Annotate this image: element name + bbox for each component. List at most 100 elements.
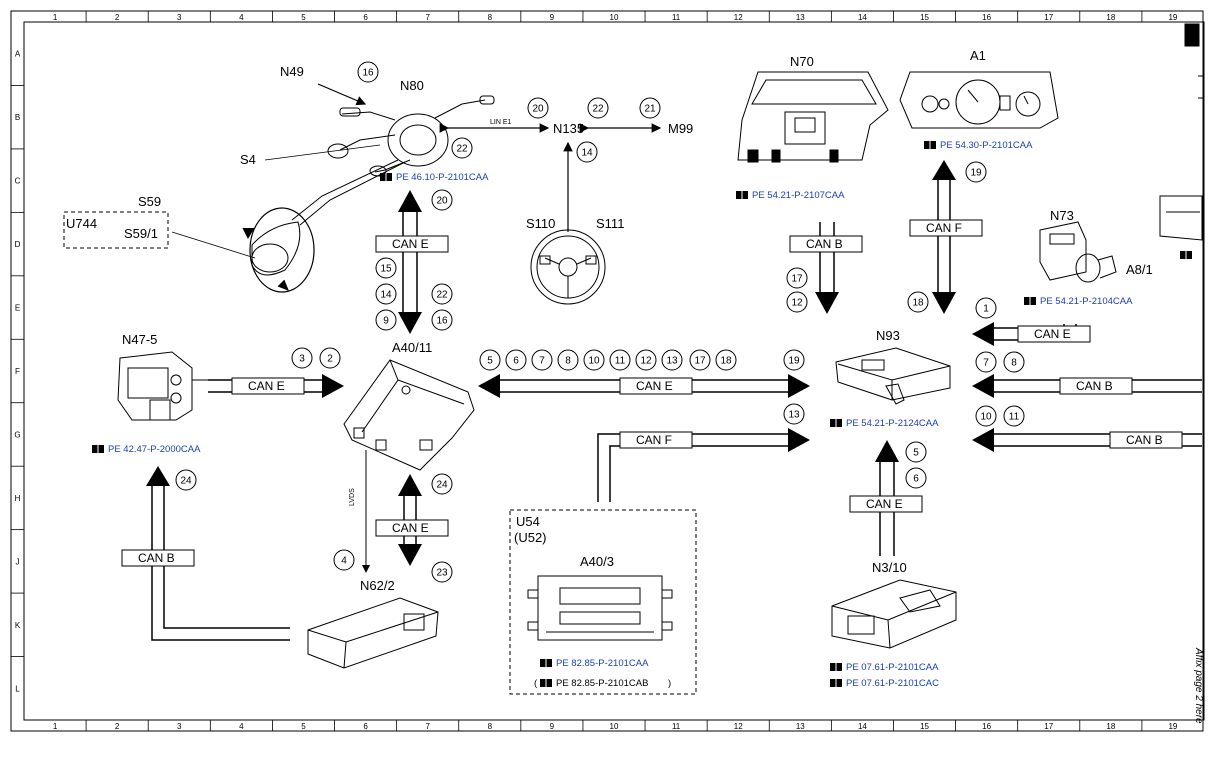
ref-n73[interactable]: PE 54.21-P-2104CAA bbox=[1040, 296, 1133, 307]
callout-circle bbox=[783, 403, 805, 425]
grid-col-bottom: 5 bbox=[301, 722, 306, 731]
callout-number: 22 bbox=[436, 290, 448, 301]
callout-circle bbox=[431, 473, 453, 495]
grid-row-left: C bbox=[15, 177, 21, 186]
ref-n47-5[interactable]: PE 42.47-P-2000CAA bbox=[108, 444, 201, 455]
grid-col-bottom: 4 bbox=[239, 722, 244, 731]
callout-number: 7 bbox=[539, 356, 545, 367]
label-n70: N70 bbox=[790, 54, 814, 69]
callout-circle bbox=[431, 561, 453, 583]
callout-number: 4 bbox=[341, 556, 347, 567]
grid-col-top: 15 bbox=[920, 13, 929, 22]
grid-row-left: G bbox=[14, 430, 20, 439]
bus-can-b-1: CAN B bbox=[806, 237, 843, 251]
grid-col-bottom: 7 bbox=[425, 722, 430, 731]
bus-can-f-2: CAN F bbox=[636, 433, 672, 447]
bus-label-boxes bbox=[121, 219, 1183, 567]
bus-can-e-2: CAN E bbox=[248, 379, 285, 393]
callout-number: 11 bbox=[1009, 412, 1020, 423]
callout-number: 19 bbox=[788, 356, 800, 367]
callout-circle bbox=[965, 161, 987, 183]
callout-number: 9 bbox=[383, 316, 389, 327]
grid-col-top: 8 bbox=[488, 13, 493, 22]
callout-circle bbox=[975, 405, 997, 427]
callout-number: 18 bbox=[720, 356, 732, 367]
callout-circle bbox=[1003, 351, 1025, 373]
grid-col-top: 4 bbox=[239, 13, 244, 22]
callout-circle bbox=[583, 349, 605, 371]
callout-circle bbox=[783, 349, 805, 371]
callout-number: 23 bbox=[436, 568, 448, 579]
bus-can-e-1: CAN E bbox=[392, 237, 429, 251]
a40-3-drawing bbox=[527, 575, 673, 641]
ref-a40-3-b[interactable]: PE 82.85-P-2101CAB bbox=[556, 678, 648, 689]
n47-5-drawing bbox=[117, 351, 208, 421]
callout-circle bbox=[431, 189, 453, 211]
callout-number: 15 bbox=[380, 264, 392, 275]
n73-drawing bbox=[1039, 221, 1117, 283]
grid-col-top: 5 bbox=[301, 13, 306, 22]
grid-row-left: A bbox=[15, 50, 21, 59]
callout-circle bbox=[505, 349, 527, 371]
callout-number: 18 bbox=[912, 298, 924, 309]
frame-inner bbox=[23, 21, 1205, 721]
grid-col-bottom: 17 bbox=[1044, 722, 1053, 731]
callout-number: 20 bbox=[436, 196, 448, 207]
n80-module-drawing bbox=[242, 95, 495, 293]
callout-number: 11 bbox=[615, 356, 626, 367]
callout-circle bbox=[715, 349, 737, 371]
callout-circle bbox=[661, 349, 683, 371]
bus-lvds: LVDS bbox=[349, 488, 356, 506]
label-u54: U54 bbox=[516, 514, 540, 529]
ref-n3-10-b[interactable]: PE 07.61-P-2101CAC bbox=[846, 678, 939, 689]
ref-n3-10-a[interactable]: PE 07.61-P-2101CAA bbox=[846, 662, 939, 673]
ref-n93[interactable]: PE 54.21-P-2124CAA bbox=[846, 418, 939, 429]
label-n47-5: N47-5 bbox=[122, 332, 157, 347]
callout-circle bbox=[291, 347, 313, 369]
callout-number: 13 bbox=[666, 356, 678, 367]
callout-circle bbox=[431, 309, 453, 331]
grid-col-bottom: 16 bbox=[982, 722, 991, 731]
grid-col-top: 6 bbox=[363, 13, 368, 22]
bus-can-e-5: CAN E bbox=[392, 521, 429, 535]
grid-col-top: 11 bbox=[672, 13, 681, 22]
ref-a40-3-a[interactable]: PE 82.85-P-2101CAA bbox=[556, 658, 649, 669]
n62-2-drawing bbox=[307, 597, 439, 669]
callout-number: 22 bbox=[592, 104, 604, 115]
grid-col-bottom: 19 bbox=[1168, 722, 1177, 731]
label-n93: N93 bbox=[876, 328, 900, 343]
callout-circle bbox=[905, 467, 927, 489]
grid-col-top: 1 bbox=[53, 13, 58, 22]
label-u52: (U52) bbox=[514, 530, 547, 545]
grid-row-left: H bbox=[15, 494, 21, 503]
callout-number: 7 bbox=[983, 358, 989, 369]
callout-number: 12 bbox=[640, 356, 652, 367]
callout-circle bbox=[431, 283, 453, 305]
grid-col-bottom: 18 bbox=[1106, 722, 1115, 731]
grid-col-bottom: 13 bbox=[796, 722, 805, 731]
ref-n70[interactable]: PE 54.21-P-2107CAA bbox=[752, 190, 845, 201]
grid-col-top: 17 bbox=[1044, 13, 1053, 22]
callout-circle bbox=[333, 549, 355, 571]
label-s4: S4 bbox=[240, 152, 256, 167]
partial-right-devices bbox=[1159, 23, 1204, 241]
callout-number: 19 bbox=[970, 168, 982, 179]
callout-number: 16 bbox=[362, 68, 374, 79]
callout-number: 2 bbox=[327, 354, 333, 365]
paren-close: ) bbox=[668, 678, 671, 689]
label-n62-2: N62/2 bbox=[360, 578, 395, 593]
callout-circle bbox=[639, 97, 661, 119]
label-u744: U744 bbox=[66, 216, 97, 231]
grid-col-bottom: 6 bbox=[363, 722, 368, 731]
callout-number: 10 bbox=[980, 412, 992, 423]
callout-number: 10 bbox=[588, 356, 600, 367]
label-n3-10: N3/10 bbox=[872, 560, 907, 575]
label-s59: S59 bbox=[138, 194, 161, 209]
grid-row-left: F bbox=[15, 367, 20, 376]
frame-outer bbox=[10, 10, 1204, 732]
ref-a1[interactable]: PE 54.30-P-2101CAA bbox=[940, 140, 1033, 151]
callout-circle bbox=[375, 309, 397, 331]
grid-col-top: 18 bbox=[1106, 13, 1115, 22]
ref-n80[interactable]: PE 46.10-P-2101CAA bbox=[396, 172, 489, 183]
